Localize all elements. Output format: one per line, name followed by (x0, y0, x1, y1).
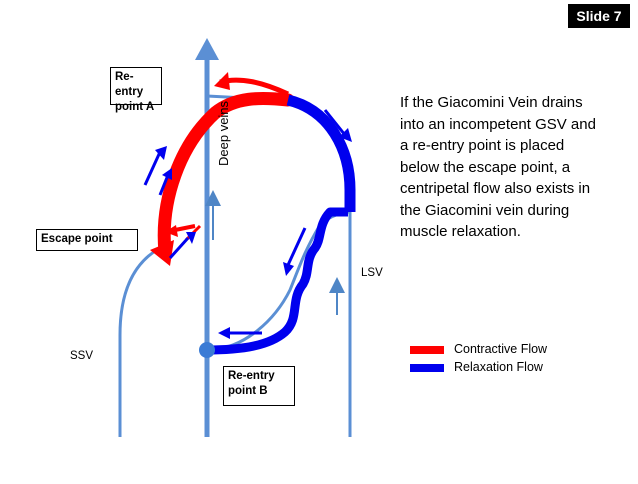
relaxation-arrow-giacomini (286, 227, 307, 266)
contractive-arrow-top (219, 77, 290, 97)
legend-swatch-relaxation (410, 364, 444, 372)
legend-swatch-contractive (410, 346, 444, 354)
legend-label-contractive: Contractive Flow (454, 342, 548, 356)
relaxation-arrow-bottom-head (218, 327, 230, 339)
reentry-point-b-line2: point B (228, 385, 268, 397)
relaxation-flow-arch (286, 94, 356, 212)
reentry-point-a-label: Re-entry point A (110, 67, 162, 113)
relaxation-arrow-right-arch (323, 109, 347, 136)
reentry-point-b-dot (199, 342, 215, 358)
relaxation-arrow-middle-left (158, 174, 170, 196)
lsv-label: LSV (361, 267, 383, 279)
legend-label-relaxation: Relaxation Flow (454, 360, 543, 374)
contractive-flow-arch (157, 91, 295, 259)
ssv-vein (118, 246, 161, 437)
relaxation-arrow-lower-left (168, 236, 190, 260)
relaxation-arrow-upper-left-head (155, 146, 167, 160)
escape-point-label: Escape point (36, 229, 138, 251)
ssv-label: SSV (70, 350, 94, 362)
description-text: If the Giacomini Vein drains into an inc… (400, 94, 596, 240)
deep-veins-label: Deep veins (216, 100, 231, 166)
reentry-point-a-line2: point A (115, 101, 155, 113)
relaxation-arrow-right-arch-head (339, 128, 352, 142)
reentry-point-b-label: Re-entry point B (223, 366, 295, 406)
escape-point-text: Escape point (41, 233, 113, 245)
relaxation-arrow-upper-left (143, 151, 162, 186)
relaxation-arrow-giacomini-head (283, 262, 294, 276)
relaxation-flow-giacomini (204, 207, 348, 355)
relaxation-arrow-lower-left-head (186, 232, 196, 244)
reentry-point-a-line1: Re-entry (115, 71, 144, 98)
contractive-flow-arrowhead (150, 240, 174, 266)
relaxation-arrow-middle-left-head (162, 168, 172, 180)
contractive-arrow-left-head (165, 225, 178, 237)
reentry-point-b-line1: Re-entry (228, 370, 275, 382)
giacomini-vein (209, 210, 351, 352)
slide-number-badge: Slide 7 (568, 4, 630, 28)
contractive-arrow-top-head (214, 72, 230, 90)
deep-vein-arrowhead (195, 38, 219, 60)
